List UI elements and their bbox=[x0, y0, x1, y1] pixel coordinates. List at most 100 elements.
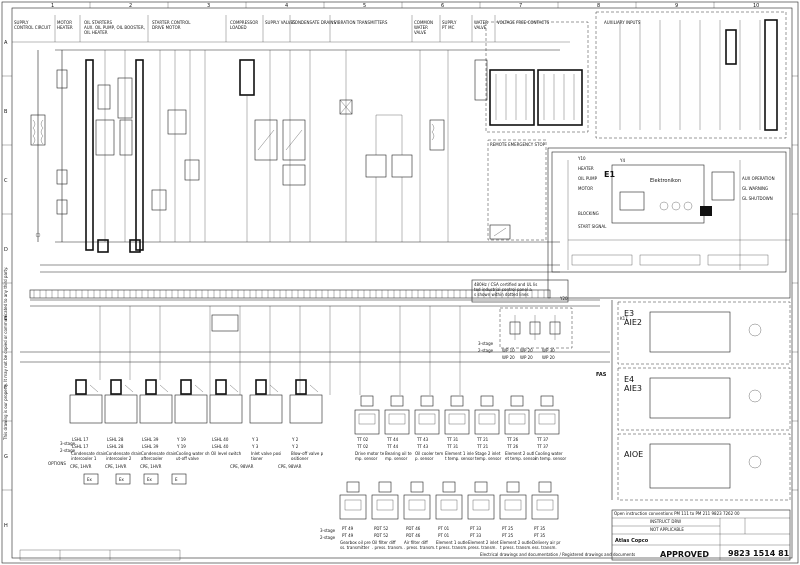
device-desc: Oil level switch bbox=[211, 451, 242, 456]
option-box bbox=[115, 473, 131, 485]
margin-text: This drawing is our property. It may not… bbox=[3, 267, 8, 441]
device-tag-2stage: LSHL 28 bbox=[107, 444, 124, 449]
pressure-tag-2stage: PT 01 bbox=[438, 533, 450, 538]
cpe-label: CPE, 98VAR bbox=[230, 464, 254, 469]
pressure-tag: PT 01 bbox=[438, 526, 450, 531]
sensor-tag-2stage: TT 44 bbox=[386, 444, 399, 449]
sensor-desc: Stage 2 inlet bbox=[475, 451, 501, 456]
sensor-desc-2: et temp. sensor bbox=[505, 456, 537, 461]
pressure-desc-2: t press. transm. bbox=[436, 545, 468, 550]
device-tag-2stage: LSHL 39 bbox=[142, 444, 159, 449]
option-box bbox=[171, 473, 187, 485]
sensor-desc-2: mp. sensor bbox=[385, 456, 408, 461]
drawing-number: 9823 1514 81 bbox=[728, 549, 790, 558]
pressure-desc-2: t press. transm. bbox=[500, 545, 532, 550]
device-desc-2: aftercooler bbox=[141, 456, 163, 461]
device-desc-2: intercooler 1 bbox=[71, 456, 97, 461]
approved-stamp: APPROVED bbox=[660, 550, 709, 559]
option-code: Ex bbox=[147, 477, 153, 482]
sensor-desc: Cooling water bbox=[535, 451, 563, 456]
row-label: A bbox=[4, 40, 8, 46]
column-label: 6 bbox=[441, 3, 444, 9]
controller-label: GL SHUTDOWN bbox=[742, 196, 773, 201]
controller-label: Y10 bbox=[577, 156, 586, 161]
controller-label: OIL PUMP bbox=[578, 176, 598, 181]
pressure-tag: PT 49 bbox=[342, 526, 354, 531]
controller-label: Y20 bbox=[559, 296, 568, 301]
device-tag: Y 19 bbox=[176, 437, 186, 442]
option-box bbox=[83, 473, 99, 485]
controller-label: K17 bbox=[620, 316, 628, 321]
device-desc: Cooling water sh bbox=[176, 451, 210, 456]
power-rails bbox=[20, 49, 610, 363]
title-row1: Open instruction conventions PM 111 to P… bbox=[614, 511, 740, 516]
pressure-desc: Air filter diff bbox=[404, 540, 428, 545]
section-header: VIBRATION TRANSMITTERS bbox=[334, 20, 388, 25]
sensor-desc-2: temp. sensor bbox=[475, 456, 502, 461]
sensor-tag: TT 26 bbox=[506, 437, 519, 442]
device-tag: LSHL 39 bbox=[142, 437, 159, 442]
row-label: D bbox=[4, 247, 8, 253]
device-desc: Blow-off valve p bbox=[291, 451, 324, 456]
sensor-tag-2stage: TT 37 bbox=[536, 444, 549, 449]
text-layer: E1 Elektronikon REMOTE EMERGENCY STOP FA… bbox=[3, 142, 775, 540]
section-header: VOLTAGE FREE CONTACTS bbox=[497, 20, 550, 25]
sensor-tag-2stage: TT 26 bbox=[506, 444, 519, 449]
pressure-tag-2stage: PDT 46 bbox=[406, 533, 421, 538]
pressure-tag-2stage: PT 33 bbox=[470, 533, 482, 538]
sensor-tag: TT 44 bbox=[386, 437, 399, 442]
device-desc-2: intercooler 2 bbox=[106, 456, 132, 461]
device-tag: LSHL 28 bbox=[107, 437, 124, 442]
controller-label: BLOCKING bbox=[578, 211, 599, 216]
device-tag: LSHL 40 bbox=[212, 437, 229, 442]
wp-label: WP 10 bbox=[502, 348, 515, 353]
sensor-tag-2stage: TT 43 bbox=[416, 444, 429, 449]
device-desc: Condensate drain bbox=[71, 451, 107, 456]
sensor-desc: Bearing oil te bbox=[385, 451, 412, 456]
expansion-modules bbox=[611, 300, 791, 501]
title-row2: INSTRUCT DRW bbox=[650, 519, 681, 524]
pressure-desc-2: . press. transm. bbox=[404, 545, 435, 550]
sensor-desc: Element 1 inle bbox=[445, 451, 474, 456]
row-label: E bbox=[4, 316, 7, 322]
sensor-desc-2: in temp. sensor bbox=[535, 456, 567, 461]
cpe-label: CPE, 1HVR bbox=[70, 464, 92, 469]
stage-label: 2-stage bbox=[320, 535, 336, 540]
options-label: OPTIONS bbox=[48, 461, 66, 466]
device-tag-2stage: LSHL 17 bbox=[72, 444, 89, 449]
pressure-desc: Element 1 outle bbox=[436, 540, 468, 545]
sensor-tag: TT 31 bbox=[446, 437, 459, 442]
column-label: 9 bbox=[675, 3, 678, 9]
device-tag-2stage: Y 2 bbox=[291, 444, 299, 449]
pressure-tag: PT 33 bbox=[470, 526, 482, 531]
terminal-strip bbox=[29, 289, 573, 349]
sensor-desc: Oil cooler tem bbox=[415, 451, 443, 456]
pressure-tag-2stage: PT 35 bbox=[534, 533, 546, 538]
device-desc-2: ositioner bbox=[291, 456, 309, 461]
option-code: Ex bbox=[119, 477, 125, 482]
section-header: CONDENSATE DRAINS bbox=[292, 20, 336, 25]
expansion-module-sub: AIE3 bbox=[624, 384, 642, 393]
column-label: 3 bbox=[207, 3, 210, 9]
row-label: H bbox=[4, 523, 8, 529]
